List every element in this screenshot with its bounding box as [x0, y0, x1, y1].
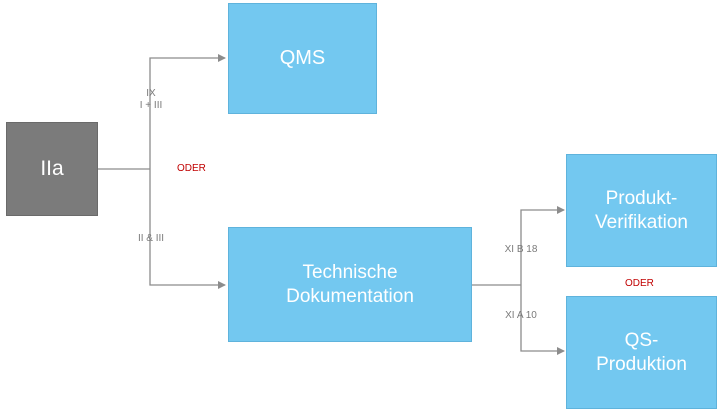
edge-label-qms-line2: I + III [139, 100, 163, 111]
edge-label-qms-line1: IX [146, 88, 156, 99]
node-iia: IIa [6, 122, 98, 216]
edge-label-verifikation: XI B 18 [504, 244, 538, 255]
edge-label-techdoc: II & III [137, 233, 165, 244]
node-technische-dokumentation: Technische Dokumentation [228, 227, 472, 342]
node-qms: QMS [228, 3, 377, 114]
node-qs-produktion-label: QS- Produktion [596, 329, 687, 375]
node-produkt-verifikation-label: Produkt- Verifikation [595, 187, 688, 233]
node-produkt-verifikation: Produkt- Verifikation [566, 154, 717, 267]
edge-label-qms: IX I + III [128, 88, 174, 112]
node-technische-dokumentation-label: Technische Dokumentation [286, 261, 414, 307]
oder-label-left: ODER [177, 163, 206, 174]
node-qs-produktion: QS- Produktion [566, 296, 717, 409]
connector-to-qms [149, 54, 226, 169]
node-iia-label: IIa [40, 156, 64, 180]
node-qms-label: QMS [279, 47, 326, 69]
edge-label-produktion: XI A 10 [505, 310, 537, 321]
connector-to-produktion [520, 285, 565, 355]
connector-to-verifikation [520, 206, 565, 285]
connector-to-techdoc [149, 169, 226, 289]
oder-label-right: ODER [625, 278, 654, 289]
